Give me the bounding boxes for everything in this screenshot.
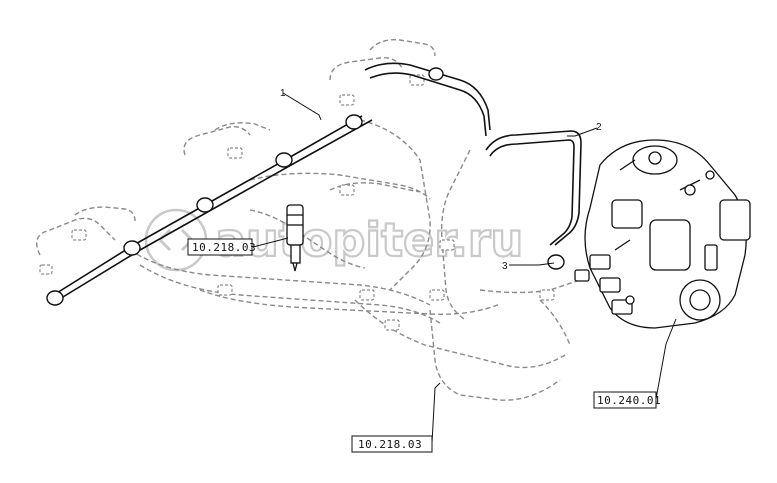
leader-line-injector-ref <box>252 237 289 248</box>
reference-label-pump: 10.240.01 <box>597 394 661 407</box>
leader-line-2 <box>567 127 598 137</box>
watermark-text: autopiter.ru <box>215 213 523 267</box>
return-pipe-assembly <box>36 39 581 401</box>
reference-box-injector[interactable]: 10.218.03 <box>187 238 256 256</box>
callout-3: 3 <box>502 261 508 272</box>
pipe-fittings <box>46 67 565 306</box>
leader-line-3 <box>509 262 555 266</box>
reference-label-injector: 10.218.03 <box>192 241 256 254</box>
leader-lines <box>252 92 677 444</box>
callout-2: 2 <box>596 122 602 133</box>
leader-line-1 <box>282 92 322 121</box>
banjo-fitting-3 <box>547 254 565 270</box>
watermark: autopiter.ru <box>144 208 524 272</box>
injection-pump <box>574 139 751 329</box>
leader-line-pump-ref <box>655 318 677 400</box>
reference-box-pump[interactable]: 10.240.01 <box>593 391 661 409</box>
callout-1: 1 <box>280 88 286 99</box>
reference-box-return-pipes[interactable]: 10.218.03 <box>351 435 433 453</box>
reference-label-return-pipes: 10.218.03 <box>358 438 422 451</box>
leader-line-return-pipes-ref <box>431 382 441 444</box>
ghost-fittings <box>39 74 555 331</box>
injector-nozzle <box>286 204 304 272</box>
